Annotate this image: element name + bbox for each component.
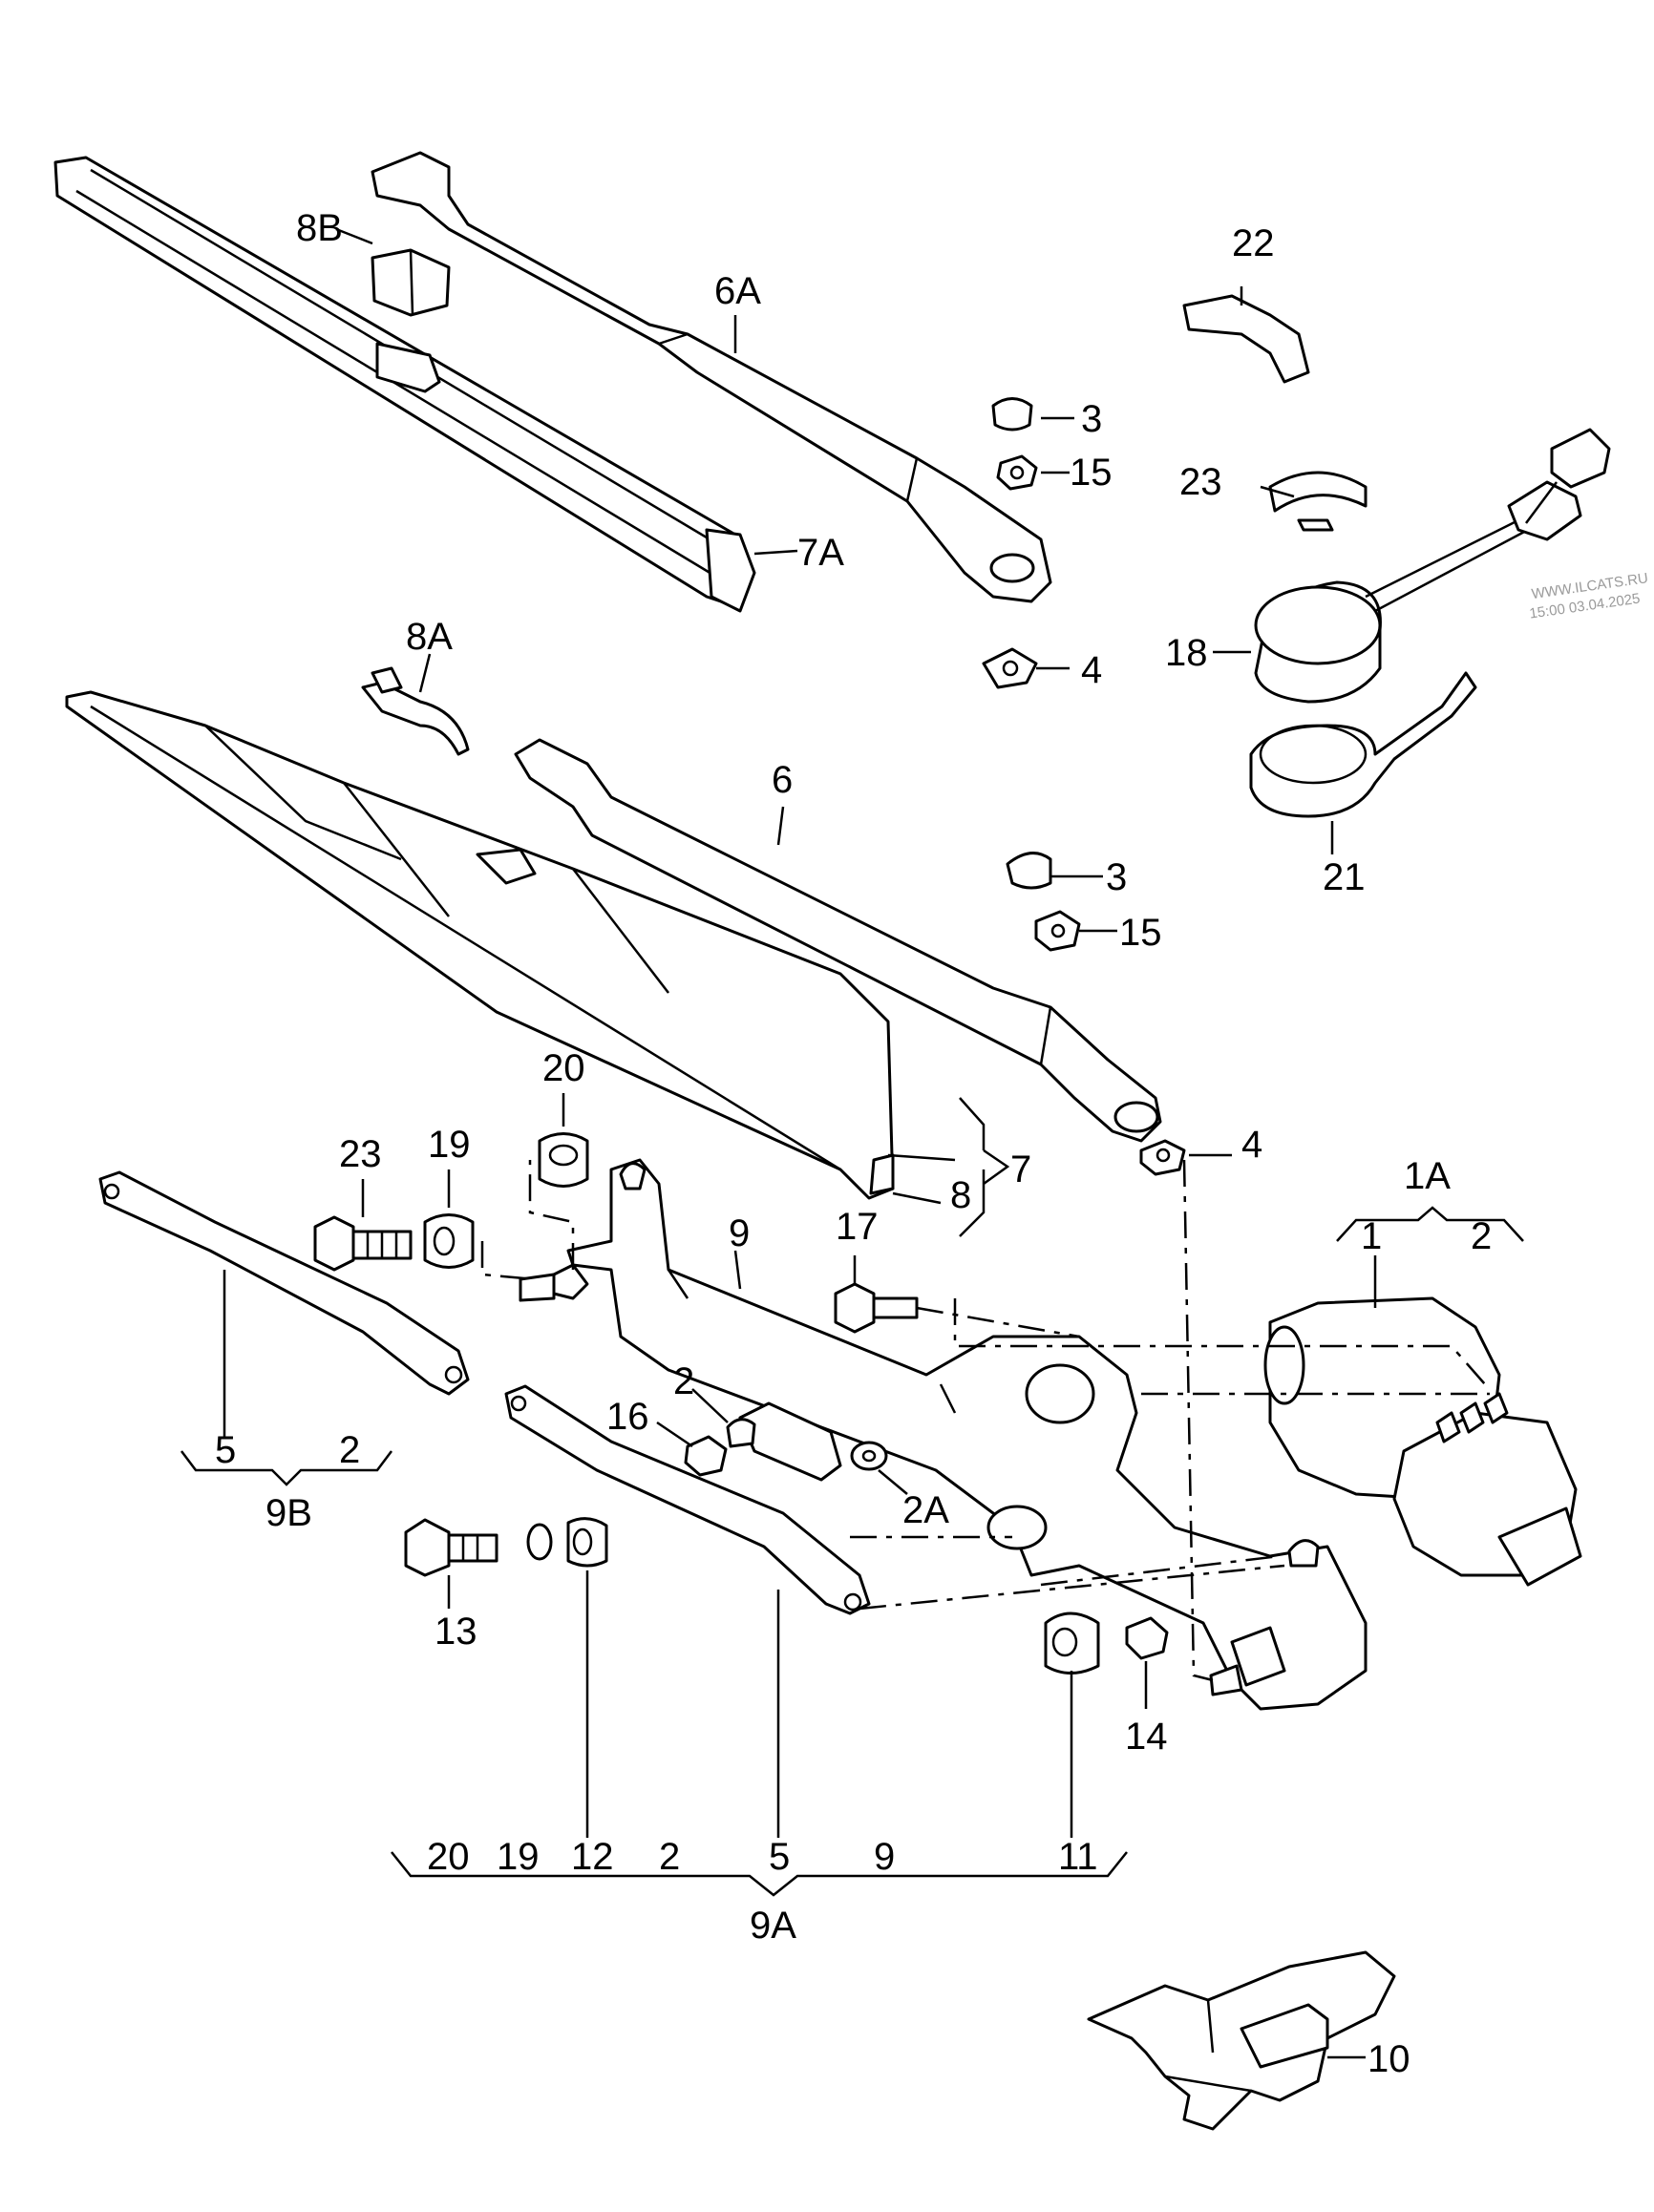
label-22: 22 <box>1232 222 1275 264</box>
wiper-motor-1[interactable] <box>1263 1296 1582 1587</box>
callout-labels: 8B 6A 22 3 15 23 7A 18 4 8A 6 21 3 15 20… <box>215 207 1492 2080</box>
label-6: 6 <box>772 759 793 801</box>
bracket-10[interactable] <box>1087 1950 1396 2131</box>
label-7: 7 <box>1010 1148 1031 1190</box>
crank-2[interactable] <box>726 1401 842 1482</box>
label-9: 9 <box>729 1212 750 1254</box>
cap-3-mid[interactable] <box>1006 852 1052 890</box>
label-9-bot: 9 <box>874 1836 895 1878</box>
clip-8b[interactable] <box>371 248 451 317</box>
ring-23[interactable] <box>1268 471 1368 532</box>
label-17: 17 <box>836 1206 879 1248</box>
label-5-bot: 5 <box>769 1836 790 1878</box>
cover-cap-18[interactable] <box>1254 428 1611 704</box>
wiper-arm-6[interactable] <box>514 738 1162 1143</box>
label-21: 21 <box>1323 856 1366 898</box>
linkage-frame-9[interactable] <box>519 1158 1368 1711</box>
label-2-1a: 2 <box>1471 1215 1492 1257</box>
nut-14[interactable] <box>1125 1616 1169 1660</box>
label-15-top: 15 <box>1070 452 1113 494</box>
label-10: 10 <box>1368 2038 1410 2080</box>
label-2-9b: 2 <box>339 1429 360 1471</box>
label-19-bot: 19 <box>497 1836 540 1878</box>
bolt-13[interactable] <box>404 1518 498 1577</box>
nut-16[interactable] <box>684 1435 728 1477</box>
bracket-21[interactable] <box>1249 671 1477 818</box>
label-4-top: 4 <box>1081 649 1102 691</box>
label-11: 11 <box>1058 1836 1098 1878</box>
label-2-bot: 2 <box>659 1836 680 1878</box>
label-8: 8 <box>950 1174 971 1216</box>
label-15-mid: 15 <box>1119 912 1162 954</box>
label-9a: 9A <box>750 1905 796 1947</box>
bushing-12[interactable] <box>566 1517 608 1568</box>
link-rod-5-9b[interactable] <box>98 1170 470 1396</box>
cap-3-top[interactable] <box>991 397 1033 432</box>
bushing-19-top[interactable] <box>423 1213 475 1269</box>
label-23-top: 23 <box>1179 461 1222 503</box>
wiper-blade-7[interactable] <box>65 690 895 1200</box>
washer-19-bottom[interactable] <box>526 1523 553 1561</box>
label-8a: 8A <box>406 616 453 658</box>
washer-4-top[interactable] <box>982 647 1038 689</box>
nut-15-mid[interactable] <box>1034 910 1081 952</box>
label-16: 16 <box>606 1396 649 1438</box>
bolt-23[interactable] <box>313 1215 413 1272</box>
label-9b: 9B <box>265 1492 312 1534</box>
washer-4-mid[interactable] <box>1139 1139 1186 1176</box>
label-3-top: 3 <box>1081 398 1102 440</box>
label-23-left: 23 <box>339 1133 382 1175</box>
leader-lines <box>223 227 1377 2059</box>
clip-8a[interactable] <box>361 666 470 756</box>
label-12: 12 <box>571 1836 614 1878</box>
label-5-9b: 5 <box>215 1429 236 1471</box>
clip-22[interactable] <box>1182 294 1310 384</box>
grommet-11[interactable] <box>1044 1612 1100 1675</box>
label-20-bot: 20 <box>427 1836 470 1878</box>
label-4-mid: 4 <box>1241 1124 1262 1166</box>
label-18: 18 <box>1165 632 1208 674</box>
label-8b: 8B <box>296 207 343 249</box>
washer-2a[interactable] <box>850 1441 888 1471</box>
grommet-20-top[interactable] <box>538 1132 589 1188</box>
wiper-arm-6a[interactable] <box>371 151 1052 603</box>
watermark: WWW.ILCATS.RU 15:00 03.04.2025 <box>1528 570 1648 621</box>
label-19-top: 19 <box>428 1124 471 1166</box>
label-14: 14 <box>1125 1716 1168 1758</box>
label-2-mid: 2 <box>673 1360 694 1402</box>
label-1: 1 <box>1361 1215 1382 1257</box>
nut-15-top[interactable] <box>996 454 1038 491</box>
label-2a: 2A <box>902 1489 949 1531</box>
wiper-blade-7a[interactable] <box>53 156 756 613</box>
group-brackets <box>180 1097 1524 1897</box>
label-6a: 6A <box>714 270 761 312</box>
bolt-17[interactable] <box>834 1282 919 1334</box>
label-20-top: 20 <box>542 1047 585 1089</box>
label-3-mid: 3 <box>1106 856 1127 898</box>
label-7a: 7A <box>797 532 844 574</box>
label-1a: 1A <box>1404 1155 1451 1197</box>
label-13: 13 <box>435 1611 477 1653</box>
assembly-lines <box>480 1159 1490 1682</box>
